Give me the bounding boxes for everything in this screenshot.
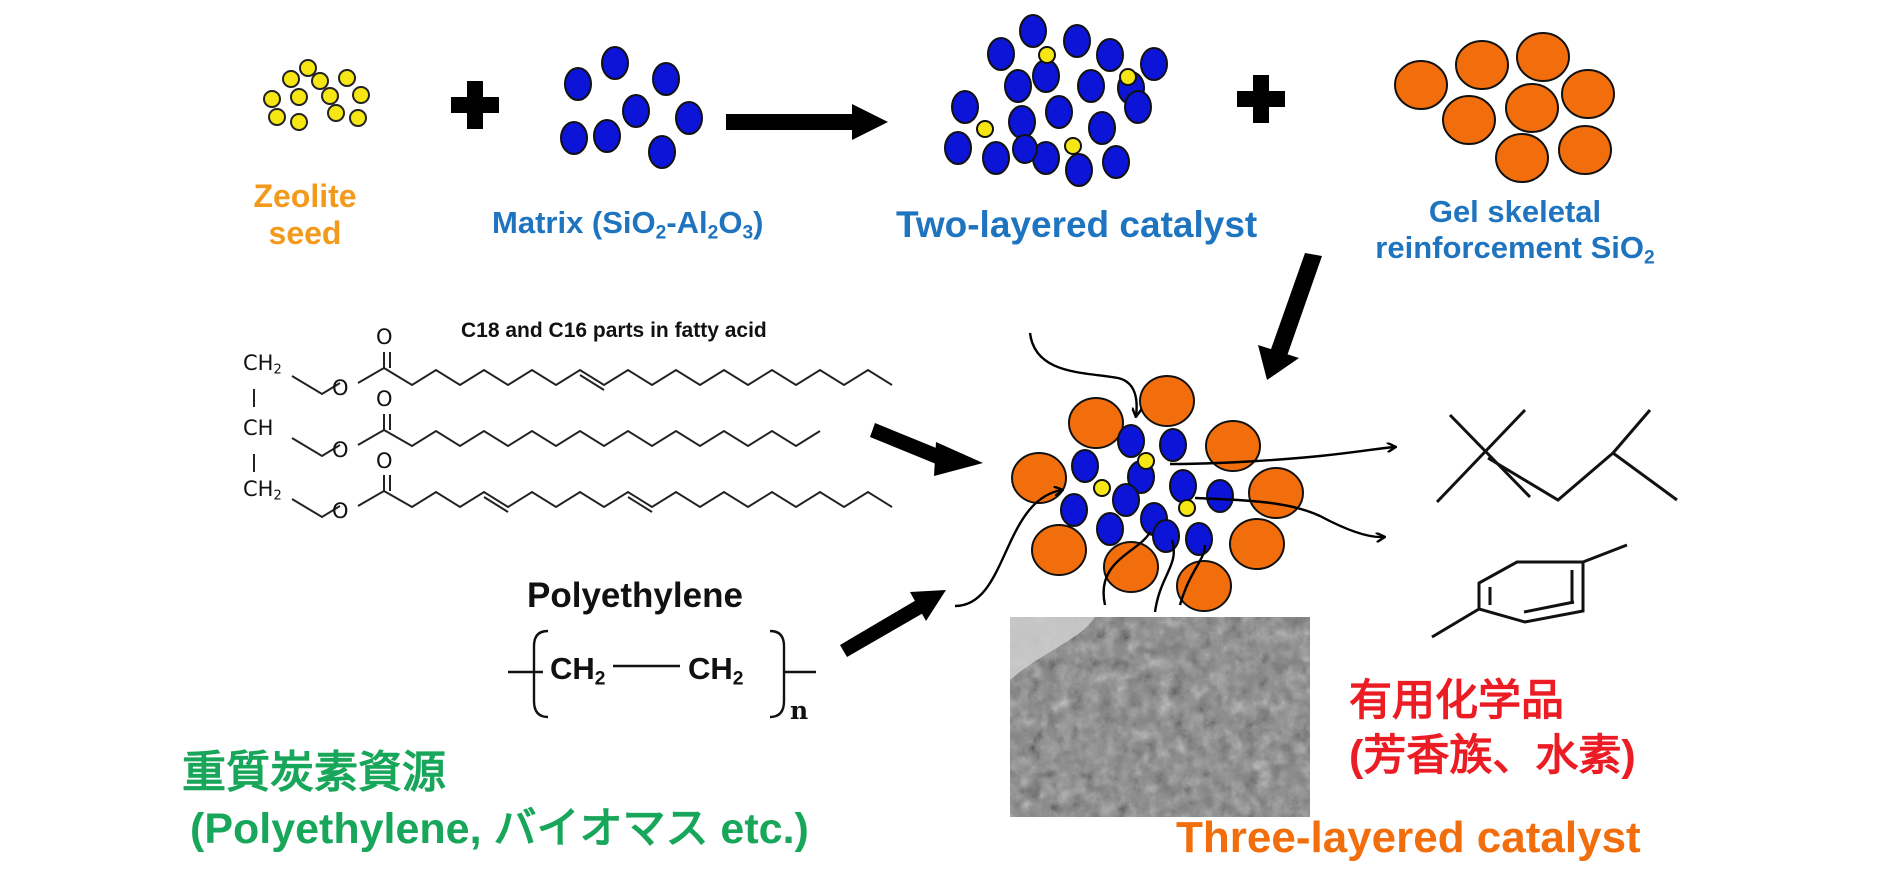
poly-ch2-b: CH2 [688,651,744,690]
arrow-right-icon [870,423,983,476]
gel-skeletal-label: Gel skeletal reinforcement SiO2 [1330,194,1700,269]
three-layered-catalyst-label: Three-layered catalyst [1176,813,1641,862]
heavy-carbon-jp-label: 重質炭素資源 [182,748,446,797]
arrow-down-icon [1258,253,1322,380]
matrix-text: -Al [666,205,708,240]
fatty-acid-label: C18 and C16 parts in fatty acid [461,319,767,342]
flow-arrows [954,332,1395,613]
gel-label-line1: Gel skeletal [1428,194,1602,229]
gel-skeletal-cluster [1394,32,1615,183]
zeolite-label-line1: Zeolite [253,178,357,214]
heavy-carbon-en-label: (Polyethylene, バイオマス etc.) [190,805,809,853]
poly-ch2-a: CH2 [550,651,606,690]
arrow-right-icon [726,104,888,140]
matrix-text: O [718,205,743,240]
polyethylene-label: Polyethylene [527,576,743,615]
three-layered-catalyst-cluster [1011,375,1304,612]
matrix-sub: 3 [742,222,754,244]
matrix-cluster [560,46,703,169]
polyethylene-structure [508,629,816,719]
two-layered-catalyst-cluster [944,14,1168,187]
matrix-sub: 2 [707,222,719,244]
gel-label-line2: reinforcement SiO2 [1330,230,1700,269]
branched-alkane-product [1435,408,1678,504]
glycerol-ch2-bottom: CH2 [243,477,282,504]
carbonyl-oxygen: O [376,325,393,349]
gel-sub: 2 [1644,247,1655,269]
tem-micrograph-image [1010,617,1310,817]
zeolite-label-line2: seed [268,214,342,251]
zeolite-seed-cluster [263,59,370,131]
carbonyl-oxygen: O [376,387,393,411]
matrix-label: Matrix (SiO2-Al2O3) [492,205,764,244]
poly-n-subscript: n [790,696,809,725]
carbonyl-oxygen: O [376,449,393,473]
useful-chemicals-jp-label: 有用化学品 [1349,677,1564,725]
xylene-product [1431,543,1628,639]
ester-oxygen: O [332,499,349,523]
triglyceride-structure [253,352,893,519]
matrix-sub: 2 [655,222,667,244]
glycerol-ch: CH [243,416,274,440]
arrow-right-icon [840,590,946,657]
gel-text: reinforcement SiO [1375,229,1645,265]
matrix-text: ) [753,205,764,240]
matrix-text: Matrix (SiO [492,205,656,240]
plus-icon [451,81,499,129]
useful-chemicals-paren-label: (芳香族、水素) [1349,732,1636,780]
glycerol-ch2-top: CH2 [243,351,282,378]
two-layered-catalyst-label: Two-layered catalyst [896,204,1258,245]
ester-oxygen: O [332,438,349,462]
plus-icon [1237,75,1285,123]
ester-oxygen: O [332,376,349,400]
zeolite-seed-label: Zeolite seed [235,178,375,252]
